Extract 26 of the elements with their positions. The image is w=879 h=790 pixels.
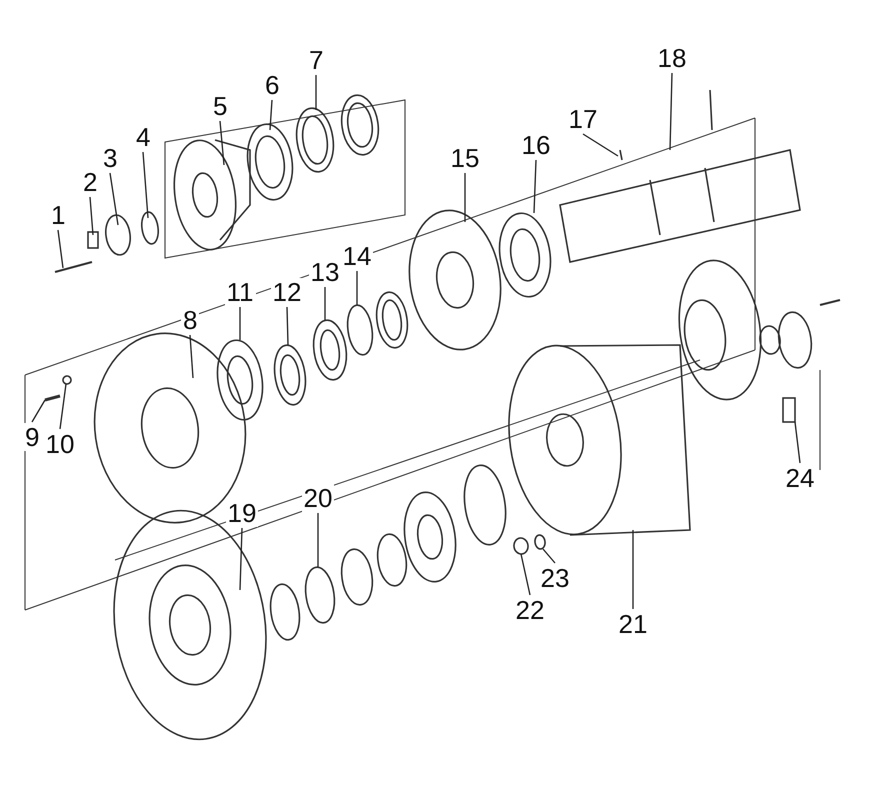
leader-line xyxy=(286,306,289,346)
leader-line xyxy=(57,230,64,268)
leader-line xyxy=(239,307,241,340)
callout-number: 20 xyxy=(302,484,334,512)
leader-line xyxy=(317,513,319,567)
leader-line xyxy=(189,334,194,378)
leader-line xyxy=(356,271,358,305)
leader-line xyxy=(142,152,149,218)
leader-line xyxy=(324,287,326,320)
leader-line xyxy=(582,133,618,157)
leader-line xyxy=(31,400,46,422)
leader-line xyxy=(269,100,273,130)
leader-line xyxy=(542,548,556,564)
leader-line xyxy=(219,120,225,166)
leader-line xyxy=(315,75,317,110)
leader-line xyxy=(109,172,119,226)
callout-number: 9 xyxy=(23,423,42,451)
leader-line xyxy=(632,530,634,609)
leader-line xyxy=(669,72,673,150)
leader-line xyxy=(520,554,531,596)
leader-line xyxy=(533,160,537,214)
leader-line xyxy=(794,422,801,464)
leader-line xyxy=(59,384,67,430)
leader-line xyxy=(464,173,466,222)
leader-line xyxy=(239,528,243,590)
leader-line xyxy=(89,196,94,236)
